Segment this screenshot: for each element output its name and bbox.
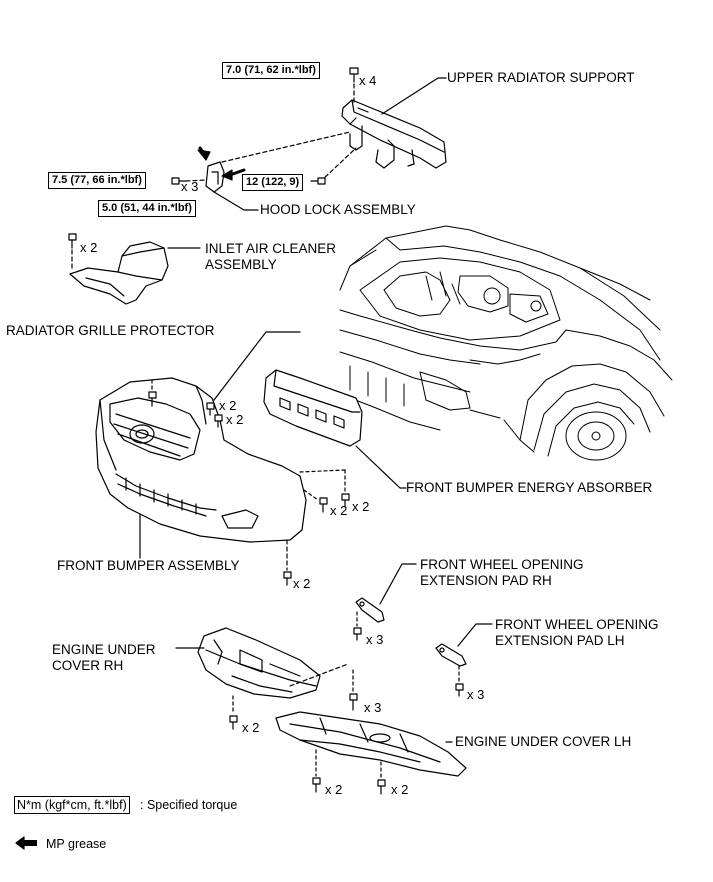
torque-inlet-air: 5.0 (51, 44 in.*lbf) — [98, 200, 196, 217]
qty-upper-support: x 4 — [359, 73, 377, 88]
qty-cover-rh: x 2 — [242, 720, 260, 735]
inlet-air-cleaner-part — [69, 241, 169, 305]
bolt-icon — [206, 402, 215, 416]
qty-hood-lock: x 3 — [181, 179, 199, 194]
torque-hood-lock-right: 12 (122, 9) — [242, 174, 304, 191]
label-radiator-grille-protector: RADIATOR GRILLE PROTECTOR — [6, 323, 215, 338]
legend-torque-desc: : Specified torque — [140, 798, 238, 812]
label-engine-under-cover-rh-2: COVER RH — [52, 658, 124, 673]
grease-arrow-stem — [198, 146, 208, 158]
qty-cover-center: x 3 — [364, 700, 382, 715]
qty-cover-lh-a: x 2 — [325, 782, 343, 797]
legend-torque-key: N*m (kgf*cm, ft.*lbf) — [14, 796, 130, 814]
label-engine-under-cover-lh: ENGINE UNDER COVER LH — [455, 734, 632, 749]
qty-pad-lh: x 3 — [467, 687, 485, 702]
bolt-icon — [171, 177, 187, 185]
bolt-icon — [349, 693, 358, 711]
bolt-icon — [377, 779, 386, 795]
bolt-icon — [68, 233, 77, 249]
bolt-icon — [148, 391, 157, 407]
label-wheel-pad-lh-1: FRONT WHEEL OPENING — [495, 617, 659, 632]
bolt-icon — [353, 627, 362, 641]
label-front-bumper-assembly: FRONT BUMPER ASSEMBLY — [57, 558, 240, 573]
energy-absorber-part — [263, 369, 363, 447]
legend-grease-label: MP grease — [46, 837, 107, 851]
bolt-icon — [229, 715, 238, 730]
qty-inlet-air: x 2 — [80, 240, 98, 255]
bolt-icon — [310, 177, 326, 185]
leader-energy-absorber — [355, 445, 407, 489]
qty-grille-a: x 2 — [219, 398, 237, 413]
qty-pad-rh: x 3 — [366, 632, 384, 647]
bolt-icon — [455, 683, 464, 697]
wheel-pad-rh-part — [355, 597, 385, 623]
bolt-icon — [349, 67, 359, 83]
leader-wheel-pad-lh — [457, 623, 493, 647]
bolt-icon — [312, 777, 321, 793]
bolt-icon — [214, 414, 223, 428]
qty-bumper-side-a: x 2 — [330, 503, 348, 518]
engine-under-cover-lh-part — [275, 711, 467, 777]
vehicle-front-view — [339, 225, 673, 461]
bolt-icon — [341, 493, 350, 508]
label-front-bumper-energy-absorber: FRONT BUMPER ENERGY ABSORBER — [406, 480, 653, 495]
leader-hood-lock — [213, 191, 259, 211]
wheel-pad-lh-part — [435, 643, 467, 667]
grease-arrow-icon — [15, 836, 37, 850]
qty-bumper-bottom: x 2 — [293, 576, 311, 591]
qty-bumper-side-b: x 2 — [352, 499, 370, 514]
label-wheel-pad-lh-2: EXTENSION PAD LH — [495, 633, 625, 648]
leader-upper-support — [381, 77, 447, 115]
label-inlet-air-cleaner-1: INLET AIR CLEANER — [205, 241, 337, 256]
label-wheel-pad-rh-1: FRONT WHEEL OPENING — [420, 557, 584, 572]
upper-radiator-support-part — [341, 99, 447, 169]
hood-lock-part — [205, 161, 225, 193]
front-bumper-part — [95, 377, 307, 543]
engine-under-cover-rh-part — [197, 627, 321, 699]
bolt-icon — [319, 497, 328, 513]
label-engine-under-cover-rh-1: ENGINE UNDER — [52, 642, 156, 657]
label-wheel-pad-rh-2: EXTENSION PAD RH — [420, 573, 552, 588]
label-hood-lock-assembly: HOOD LOCK ASSEMBLY — [260, 202, 416, 217]
torque-hood-lock-left: 7.5 (77, 66 in.*lbf) — [48, 172, 146, 189]
leader-grille-protector — [213, 331, 301, 401]
bolt-icon — [283, 571, 292, 586]
label-inlet-air-cleaner-2: ASSEMBLY — [205, 257, 277, 272]
leader-wheel-pad-rh — [379, 563, 417, 605]
label-upper-radiator-support: UPPER RADIATOR SUPPORT — [447, 70, 635, 85]
qty-grille-b: x 2 — [226, 412, 244, 427]
qty-cover-lh-b: x 2 — [391, 782, 409, 797]
torque-upper-support: 7.0 (71, 62 in.*lbf) — [222, 62, 320, 79]
